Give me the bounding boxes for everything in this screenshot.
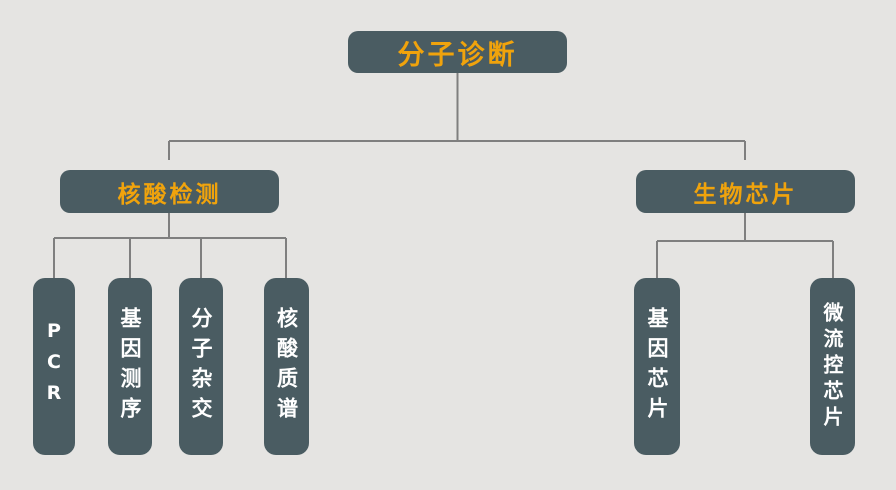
node-molecular-hybridization: 分子杂交 [179, 278, 223, 455]
node-gene-chip: 基因芯片 [634, 278, 680, 455]
node-gene-sequencing: 基因测序 [108, 278, 152, 455]
right-branch-connector [656, 213, 834, 281]
node-nucleic-acid-testing: 核酸检测 [60, 170, 279, 213]
node-microfluidic-chip: 微流控芯片 [810, 278, 855, 455]
node-label: 核酸检测 [117, 181, 222, 208]
node-label: PCR [43, 320, 65, 413]
node-molecular-diagnosis: 分子诊断 [348, 31, 567, 73]
node-label: 基因芯片 [645, 306, 669, 427]
node-pcr: PCR [33, 278, 75, 455]
node-label: 分子诊断 [397, 39, 518, 71]
left-branch-connector [53, 213, 287, 280]
node-biochip: 生物芯片 [636, 170, 855, 213]
node-label: 生物芯片 [693, 181, 798, 208]
root-connector [168, 73, 746, 160]
node-label: 基因测序 [118, 306, 142, 427]
node-label: 微流控芯片 [820, 301, 844, 432]
node-nucleic-acid-mass-spectrometry: 核酸质谱 [264, 278, 309, 455]
node-label: 分子杂交 [189, 306, 213, 427]
node-label: 核酸质谱 [274, 306, 299, 427]
